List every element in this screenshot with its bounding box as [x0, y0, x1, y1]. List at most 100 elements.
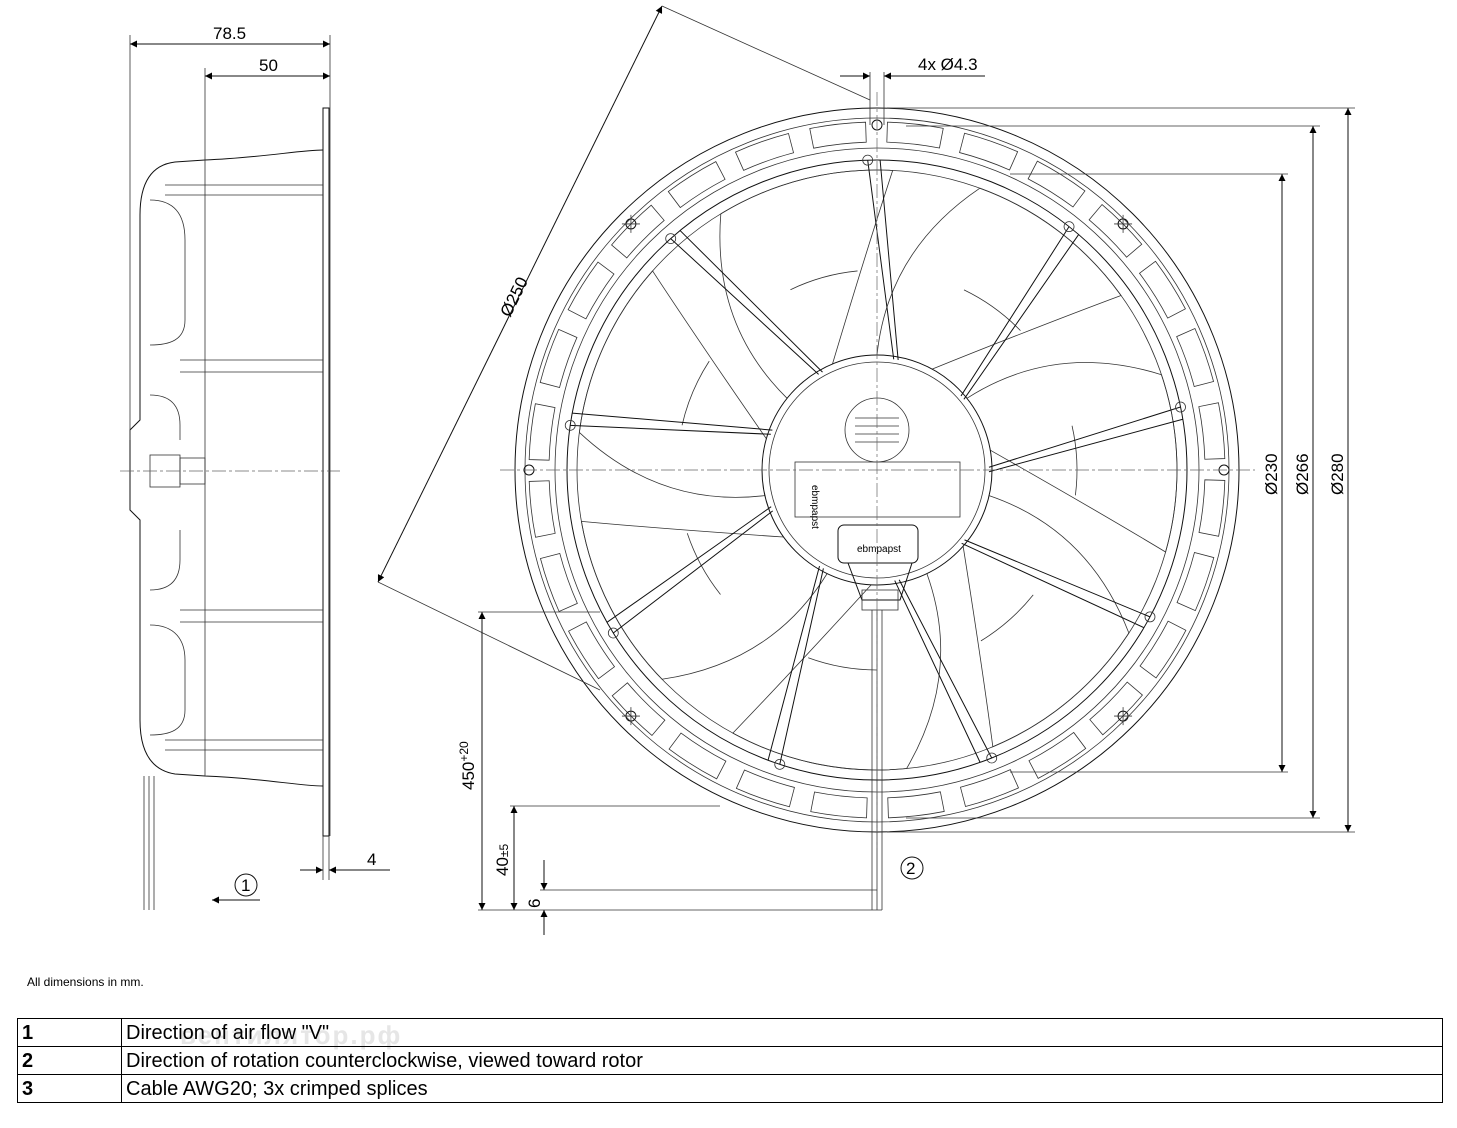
fan-blade [732, 573, 942, 771]
airflow-callout-circle [234, 873, 258, 897]
fan-blade [876, 187, 1122, 370]
ring-slot [959, 132, 1019, 171]
strut [570, 412, 773, 435]
hub-brand: ebmpapst [809, 485, 820, 529]
blade-rib [790, 270, 858, 291]
blade-rib [963, 289, 1021, 331]
legend-table: 1 Direction of air flow "V" 2 Direction … [17, 1018, 1443, 1103]
strut-foot [862, 154, 874, 166]
ring-slot [528, 480, 556, 538]
hole-crosshair [1114, 707, 1133, 726]
label-plate [794, 461, 961, 518]
housing-outline [129, 149, 324, 787]
blade-rib [681, 360, 710, 426]
ring-slot [1088, 203, 1143, 258]
ring-slot [1027, 160, 1086, 208]
struts [564, 154, 1186, 770]
legend-text: Cable AWG20; 3x crimped splices [121, 1074, 1443, 1103]
strut-foot [1144, 611, 1156, 623]
ring-slot [610, 204, 665, 259]
ring-slot [611, 682, 666, 737]
strut [767, 565, 824, 765]
dim-housing-depth: 50 [259, 56, 278, 75]
fan-blade [966, 362, 1178, 553]
ring-slot [1198, 479, 1226, 537]
strut [867, 159, 899, 361]
technical-drawing: 78.5 50 4 1 ebmpapst ebmpapst [120, 5, 1355, 935]
side-view: 78.5 50 4 1 [120, 24, 390, 910]
legend-number: 3 [17, 1074, 122, 1103]
ring-slot [1089, 681, 1144, 736]
dim-d266: Ø266 [1293, 453, 1312, 495]
legend-number: 2 [17, 1046, 122, 1075]
strut-foot [774, 758, 786, 770]
units-note: All dimensions in mm. [27, 975, 144, 989]
dim-line-250 [377, 5, 663, 583]
connector-brand: ebmpapst [857, 544, 901, 555]
legend-number: 1 [17, 1018, 122, 1047]
legend-row: 2 Direction of rotation counterclockwise… [17, 1046, 1443, 1075]
ring-slot [568, 621, 616, 680]
ring-slot [809, 121, 867, 149]
strut [894, 579, 993, 763]
dim-overall-depth: 78.5 [213, 24, 246, 43]
flange-plate [322, 107, 330, 837]
blade-rib [980, 594, 1034, 642]
hole-crosshair [621, 707, 640, 726]
legend-text: Direction of rotation counterclockwise, … [121, 1046, 1443, 1075]
strut-foot [607, 627, 619, 639]
ring-slot [539, 552, 578, 613]
strut-foot [986, 752, 998, 764]
blade-rib [1071, 425, 1078, 496]
strut [960, 226, 1080, 400]
fan-blades [578, 169, 1178, 771]
ring-slot [539, 328, 578, 388]
ring-slot [735, 769, 795, 808]
fan-blade [578, 270, 767, 498]
ring-slot [667, 161, 726, 209]
rotation-callout-circle [900, 856, 924, 880]
strut [988, 406, 1183, 473]
dim-d280: Ø280 [1328, 453, 1347, 495]
side-cable [143, 776, 155, 910]
strut-foot [1063, 221, 1075, 233]
ring-slot [1198, 402, 1226, 460]
ring-slot [668, 732, 727, 780]
dim-strip-length: 40±5 [493, 843, 512, 876]
ring-slot [1176, 552, 1215, 612]
ring-slot [734, 132, 795, 171]
hole-crosshair [1114, 214, 1133, 233]
hub-vent [844, 397, 910, 463]
blade-rib [808, 657, 877, 671]
rotation-callout: 2 [906, 859, 915, 878]
ring-slot [810, 791, 868, 819]
ring-slot [1176, 327, 1215, 388]
dim-flange-thickness: 4 [367, 850, 376, 869]
ring-slot [886, 121, 944, 149]
dim-splice-length: 6 [525, 899, 544, 908]
ring-slot [1028, 731, 1087, 779]
ring-slot [1138, 260, 1186, 319]
fan-blade [962, 495, 1130, 748]
dim-d230: Ø230 [1262, 453, 1281, 495]
strut [670, 230, 823, 375]
mounting-holes [523, 119, 1230, 726]
connector [837, 524, 919, 564]
dim-rotation-diameter: Ø250 [497, 274, 532, 320]
strut-foot [1175, 401, 1186, 413]
dim-hole-pattern: 4x Ø4.3 [918, 55, 978, 74]
ring-slot [959, 769, 1020, 808]
legend-row: 3 Cable AWG20; 3x crimped splices [17, 1074, 1443, 1103]
ring-slot [528, 403, 556, 461]
fan-blade [719, 169, 894, 399]
strut [606, 506, 774, 634]
strut-foot [665, 233, 677, 245]
legend-row: 1 Direction of air flow "V" [17, 1018, 1443, 1047]
ring-slot [1139, 620, 1187, 679]
strut [961, 539, 1151, 629]
front-view: ebmpapst ebmpapst 4x Ø4.3 Ø250 Ø230 Ø [377, 5, 1355, 935]
dim-cable-length: 450+20 [457, 741, 478, 790]
fan-blade [580, 520, 828, 680]
airflow-callout: 1 [241, 876, 250, 895]
ring-slot [887, 791, 945, 819]
